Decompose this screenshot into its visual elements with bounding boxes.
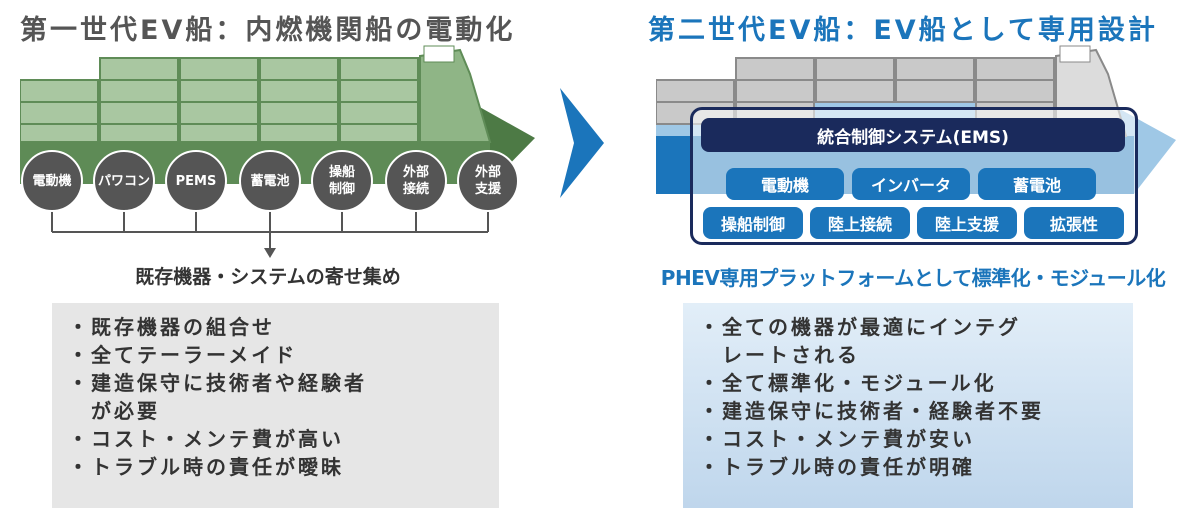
module-expandability: 拡張性 — [1024, 207, 1124, 239]
left-bullet: ・建造保守に技術者や経験者 が必要 — [68, 371, 367, 423]
right-bullet-box: ・全ての機器が最適にインテグ レートされる ・全て標準化・モジュール化 ・建造保… — [683, 303, 1133, 508]
component-external-support: 外部 支援 — [457, 150, 519, 212]
left-bullet: ・全てテーラーメイド — [68, 343, 298, 367]
component-external-connection: 外部 接続 — [385, 150, 447, 212]
right-caption: PHEV専用プラットフォームとして標準化・モジュール化 — [660, 266, 1166, 290]
component-power-conditioner: パワコン — [93, 150, 155, 212]
right-bullet: ・建造保守に技術者・経験者不要 — [699, 399, 1044, 423]
right-title: 第二世代EV船：EV船として専用設計 — [648, 15, 1158, 46]
component-battery: 蓄電池 — [239, 150, 301, 212]
left-title: 第一世代EV船：内燃機関船の電動化 — [20, 15, 516, 46]
right-bullet: ・全て標準化・モジュール化 — [699, 371, 997, 395]
component-ship-control: 操船 制御 — [311, 150, 373, 212]
ems-title: 統合制御システム(EMS) — [701, 118, 1125, 152]
left-bullet: ・トラブル時の責任が曖昧 — [68, 455, 344, 479]
module-battery: 蓄電池 — [978, 168, 1096, 200]
module-ship-control: 操船制御 — [703, 207, 803, 239]
module-shore-connection: 陸上接続 — [810, 207, 910, 239]
component-electric-motor: 電動機 — [21, 150, 83, 212]
left-bullet: ・コスト・メンテ費が高い — [68, 427, 344, 451]
left-bullet-box: ・既存機器の組合せ ・全てテーラーメイド ・建造保守に技術者や経験者 が必要 ・… — [52, 303, 499, 508]
right-arrow-icon — [560, 88, 604, 198]
right-bullet: ・全ての機器が最適にインテグ レートされる — [699, 315, 1021, 367]
right-bullet: ・トラブル時の責任が明確 — [699, 455, 975, 479]
module-electric-motor: 電動機 — [726, 168, 844, 200]
module-shore-support: 陸上支援 — [917, 207, 1017, 239]
left-caption: 既存機器・システムの寄せ集め — [135, 266, 401, 288]
left-bullet: ・既存機器の組合せ — [68, 315, 275, 339]
component-pems: PEMS — [165, 150, 227, 212]
right-bullet: ・コスト・メンテ費が安い — [699, 427, 975, 451]
module-inverter: インバータ — [852, 168, 970, 200]
